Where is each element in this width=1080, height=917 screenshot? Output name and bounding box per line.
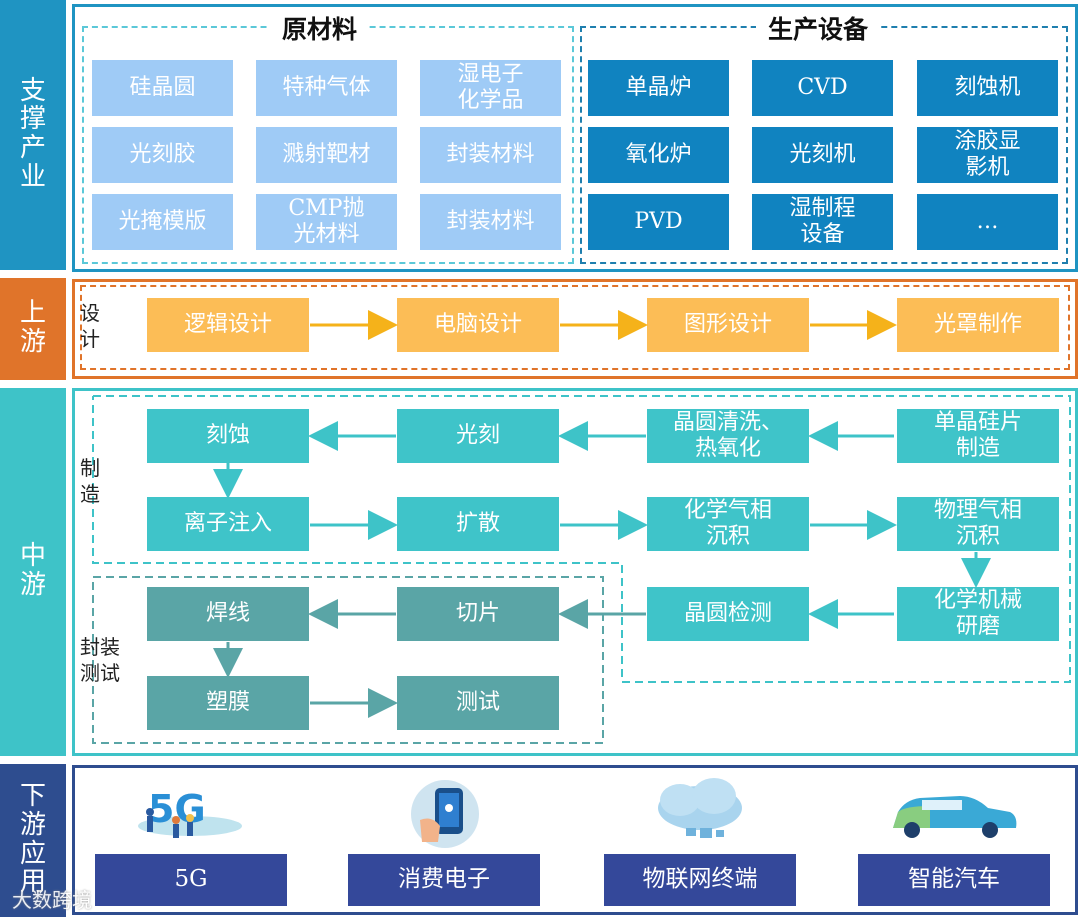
manufacturing-step-box: 单晶硅片 制造 <box>897 409 1059 463</box>
packaging-step-box: 测试 <box>397 676 559 730</box>
raw-material-box: CMP抛 光材料 <box>256 194 397 250</box>
smartphone-icon <box>411 780 479 848</box>
midstream-frame <box>72 388 1078 756</box>
raw-materials-title: 原材料 <box>270 10 370 46</box>
raw-material-box: 溅射靶材 <box>256 127 397 183</box>
equipment-box: 氧化炉 <box>588 127 729 183</box>
application-box: 智能汽车 <box>858 854 1050 906</box>
manufacturing-step-box: 光刻 <box>397 409 559 463</box>
sidebar-upstream: 上 游 <box>0 278 66 380</box>
design-step-box: 逻辑设计 <box>147 298 309 352</box>
car-icon <box>893 796 1017 838</box>
design-label: 设 计 <box>80 301 100 351</box>
equipment-box: PVD <box>588 194 729 250</box>
raw-material-box: 硅晶圆 <box>92 60 233 116</box>
equipment-box: CVD <box>752 60 893 116</box>
manufacturing-step-box: 晶圆检测 <box>647 587 809 641</box>
raw-material-box: 光刻胶 <box>92 127 233 183</box>
design-step-box: 图形设计 <box>647 298 809 352</box>
equipment-title: 生产设备 <box>756 10 881 46</box>
5g-network-icon: 5G <box>138 787 242 838</box>
packaging-step-box: 焊线 <box>147 587 309 641</box>
design-group <box>80 285 1070 370</box>
manufacturing-label: 制 造 <box>80 456 100 506</box>
manufacturing-step-box: 化学机械 研磨 <box>897 587 1059 641</box>
watermark: 大数跨境 <box>12 888 92 912</box>
application-box: 5G <box>95 854 287 906</box>
equipment-box: … <box>917 194 1058 250</box>
raw-material-box: 湿电子 化学品 <box>420 60 561 116</box>
raw-material-box: 特种气体 <box>256 60 397 116</box>
equipment-box: 湿制程 设备 <box>752 194 893 250</box>
manufacturing-step-box: 离子注入 <box>147 497 309 551</box>
downstream-frame <box>72 765 1078 915</box>
manufacturing-step-box: 扩散 <box>397 497 559 551</box>
equipment-box: 光刻机 <box>752 127 893 183</box>
raw-material-box: 封装材料 <box>420 127 561 183</box>
sidebar-support-industry: 支 撑 产 业 <box>0 0 66 270</box>
iot-cloud-icon <box>658 778 742 838</box>
equipment-box: 刻蚀机 <box>917 60 1058 116</box>
sidebar-midstream: 中 游 <box>0 388 66 756</box>
packaging-step-box: 切片 <box>397 587 559 641</box>
application-box: 消费电子 <box>348 854 540 906</box>
design-step-box: 光罩制作 <box>897 298 1059 352</box>
raw-material-box: 封装材料 <box>420 194 561 250</box>
design-step-box: 电脑设计 <box>397 298 559 352</box>
equipment-box: 单晶炉 <box>588 60 729 116</box>
manufacturing-step-box: 物理气相 沉积 <box>897 497 1059 551</box>
raw-material-box: 光掩模版 <box>92 194 233 250</box>
upstream-frame <box>72 279 1078 379</box>
manufacturing-step-box: 刻蚀 <box>147 409 309 463</box>
packaging-step-box: 塑膜 <box>147 676 309 730</box>
equipment-box: 涂胶显 影机 <box>917 127 1058 183</box>
manufacturing-step-box: 化学气相 沉积 <box>647 497 809 551</box>
manufacturing-step-box: 晶圆清洗、 热氧化 <box>647 409 809 463</box>
packaging-test-label: 封装 测试 <box>80 635 120 685</box>
application-box: 物联网终端 <box>604 854 796 906</box>
sidebar-downstream: 下 游 应 用 <box>0 764 66 917</box>
support-frame <box>72 4 1078 272</box>
